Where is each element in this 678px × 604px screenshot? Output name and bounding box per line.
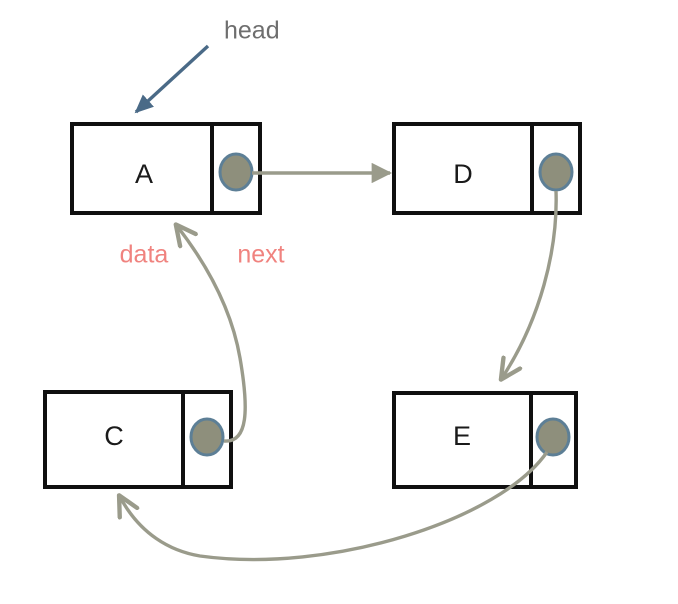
node-e[interactable]: E <box>392 391 578 489</box>
node-d-next-pointer-dot[interactable] <box>538 152 574 192</box>
node-e-label: E <box>453 421 471 451</box>
head-label: head <box>224 17 280 45</box>
node-d-label: D <box>453 159 473 189</box>
next-field-label: next <box>237 241 284 269</box>
node-e-next-pointer-dot[interactable] <box>535 417 571 457</box>
data-field-label: data <box>120 241 169 269</box>
head-pointer-group: head <box>134 17 280 114</box>
link-c-to-a-arrow <box>177 226 247 443</box>
node-c-label: C <box>104 421 124 451</box>
head-arrow-icon <box>134 44 210 114</box>
node-a[interactable]: A <box>70 122 262 215</box>
node-c-next-pointer-dot[interactable] <box>189 417 225 457</box>
node-c[interactable]: C <box>43 390 233 489</box>
link-d-to-e-arrow <box>502 190 558 378</box>
node-a-next-pointer-dot[interactable] <box>218 152 254 192</box>
node-d[interactable]: D <box>392 122 582 215</box>
link-e-to-c-arrow <box>120 451 549 562</box>
node-a-label: A <box>135 159 153 189</box>
